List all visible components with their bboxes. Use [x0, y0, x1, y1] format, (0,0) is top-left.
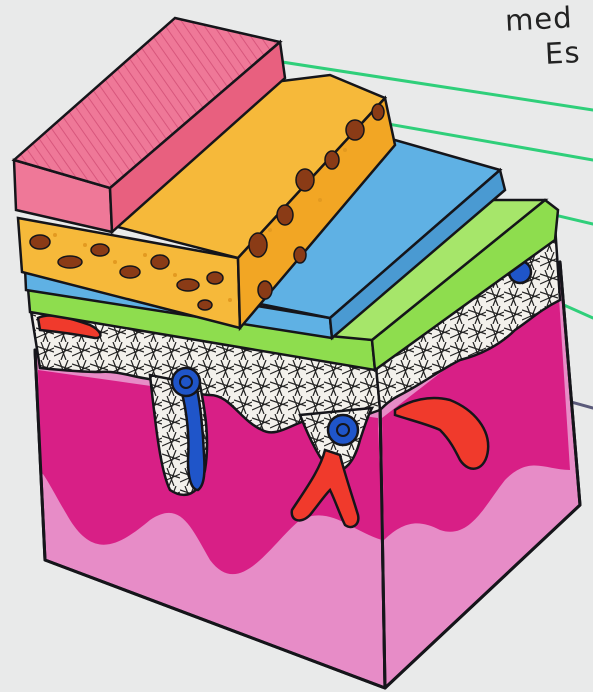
label-es: Es [544, 35, 581, 71]
label-med: med [504, 0, 573, 37]
blue-vessel-left-cap [172, 368, 200, 396]
blue-vessel-middle-cap [328, 415, 358, 445]
